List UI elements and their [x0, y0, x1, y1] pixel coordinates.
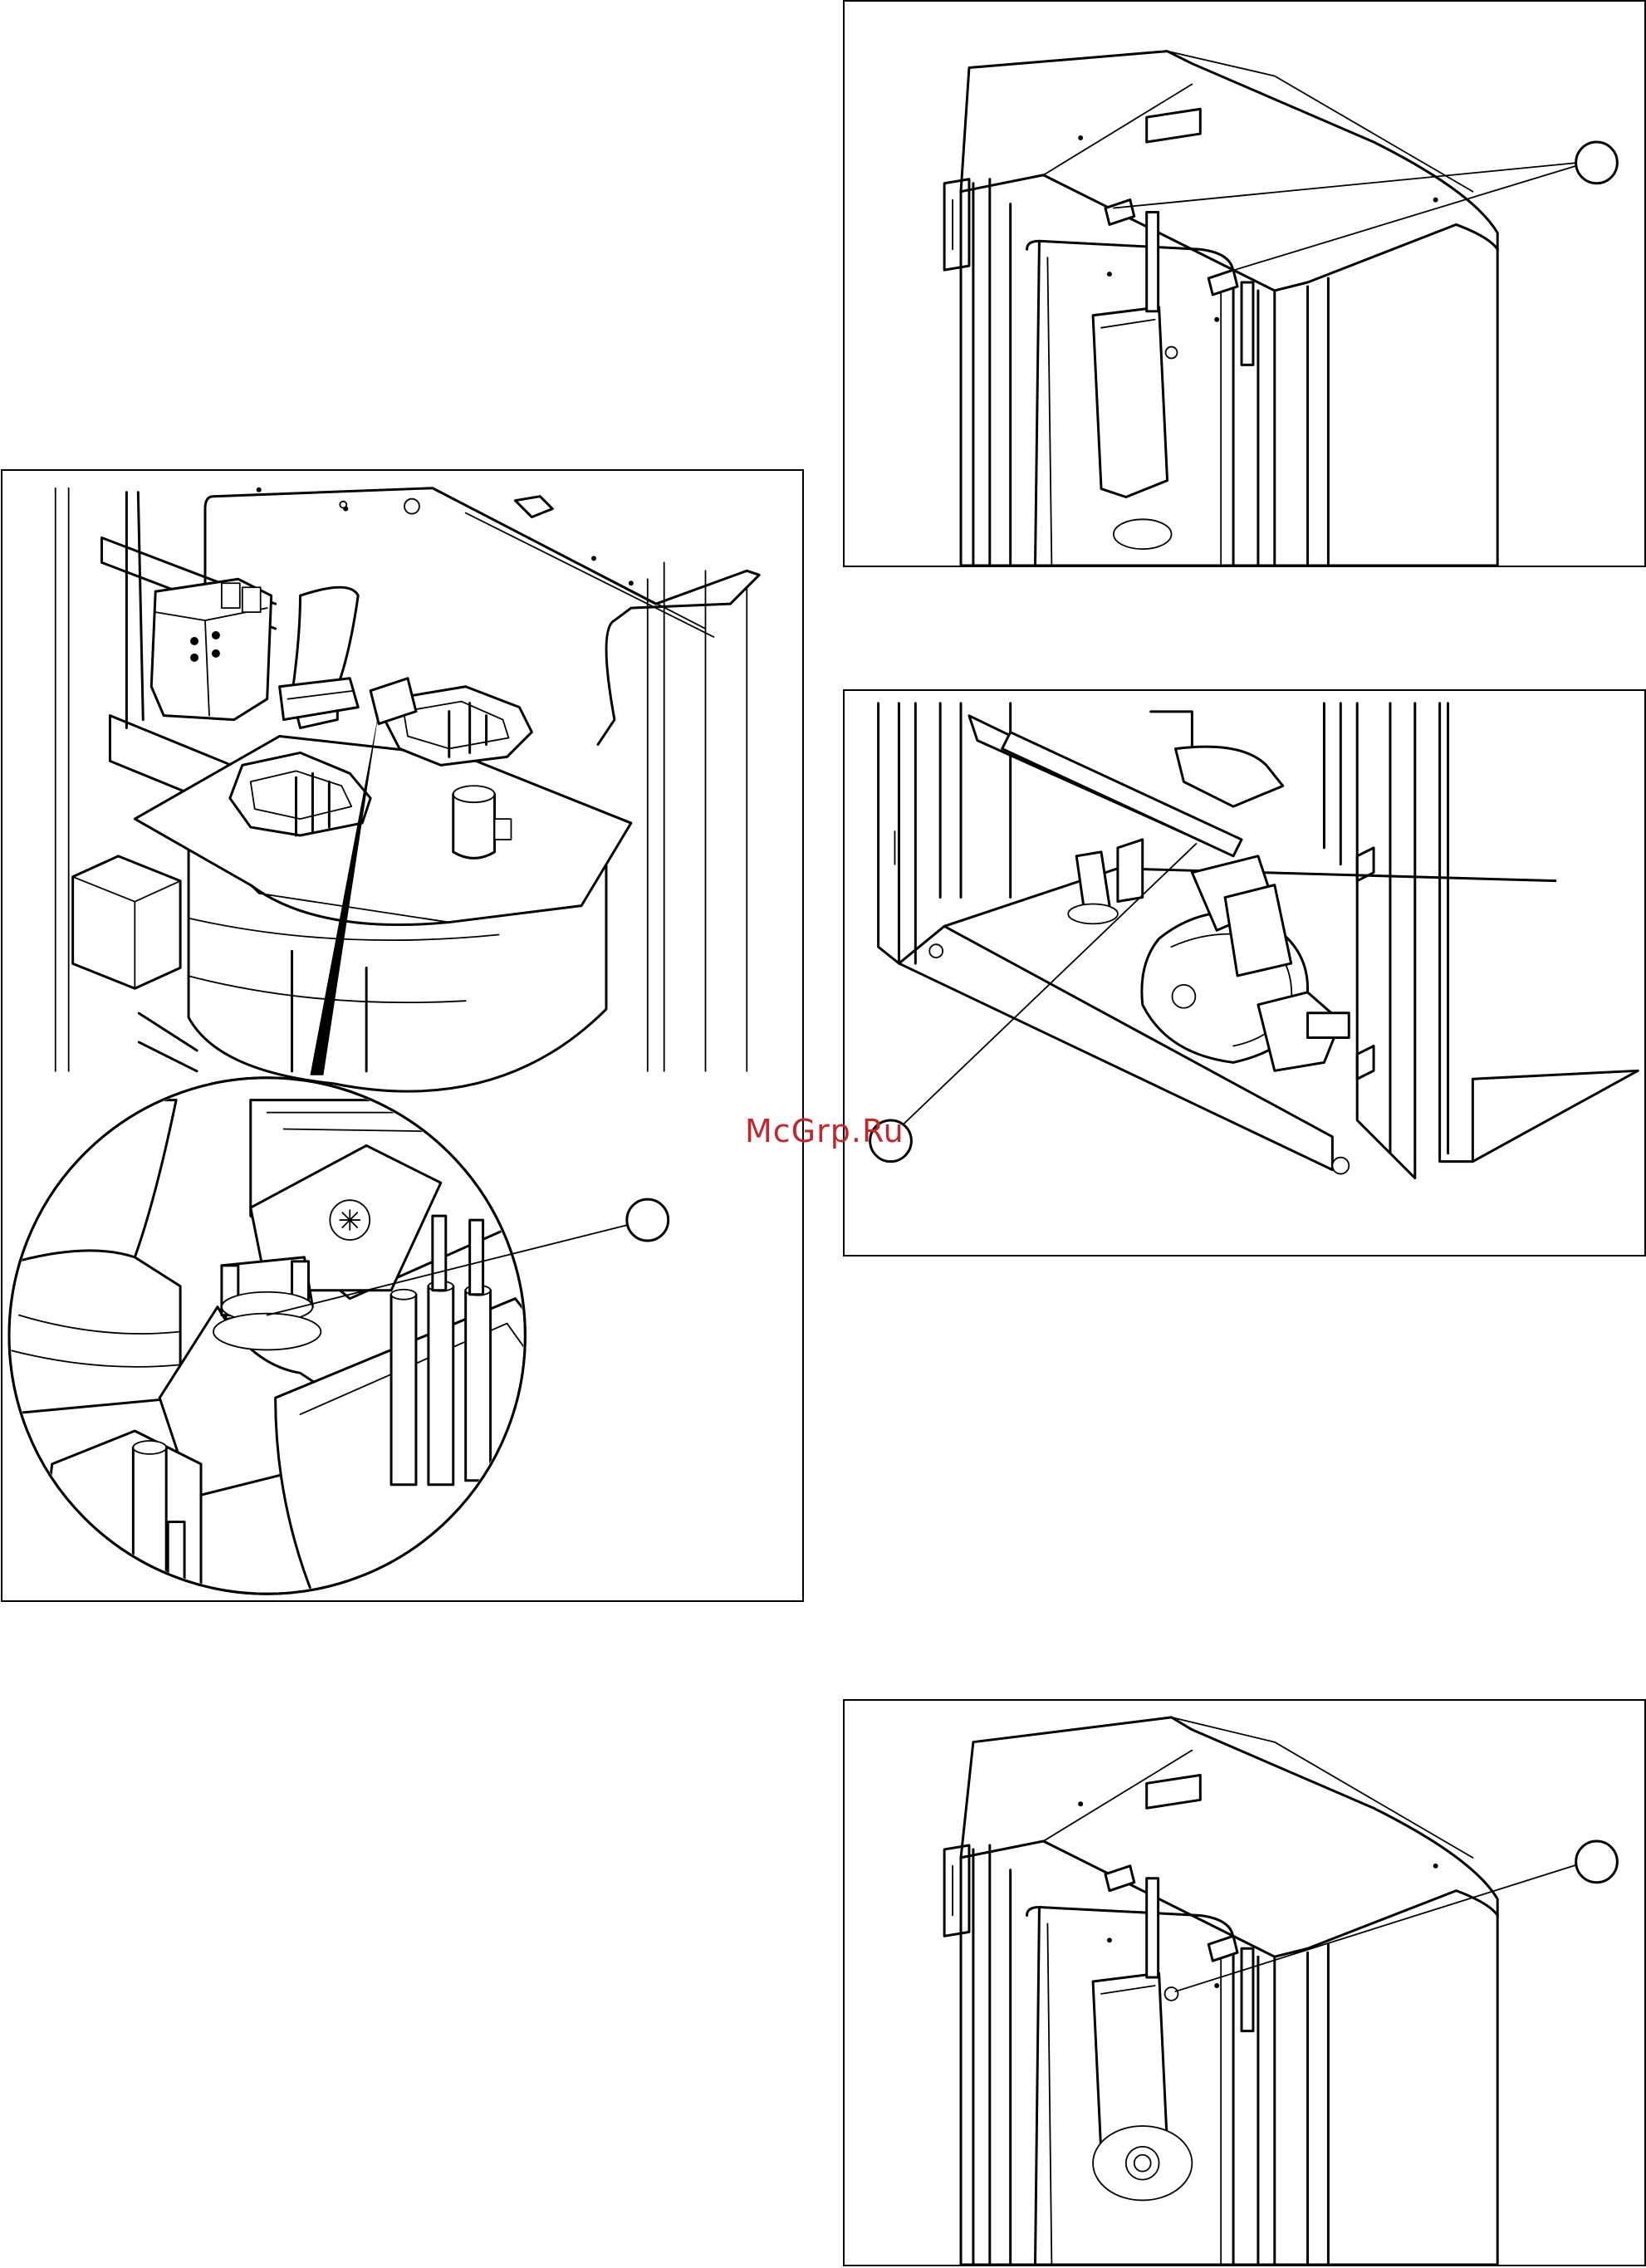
- callout-circle: [1576, 142, 1618, 184]
- heating-element-drawing: [2, 471, 802, 1600]
- diagram-panel-top-screw: [843, 1699, 1646, 2266]
- diagram-panel-heating-element: [1, 469, 804, 1602]
- callout-circle: [627, 1199, 669, 1241]
- diagram-panel-top-cover: [843, 0, 1646, 567]
- diagram-panel-pump: [843, 689, 1646, 1256]
- watermark-text: McGrp.Ru: [745, 1113, 904, 1149]
- pump-drawing: [845, 691, 1644, 1255]
- top-screw-drawing: [845, 1701, 1644, 2265]
- top-cover-drawing: [845, 2, 1644, 566]
- callout-circle: [1576, 1841, 1618, 1883]
